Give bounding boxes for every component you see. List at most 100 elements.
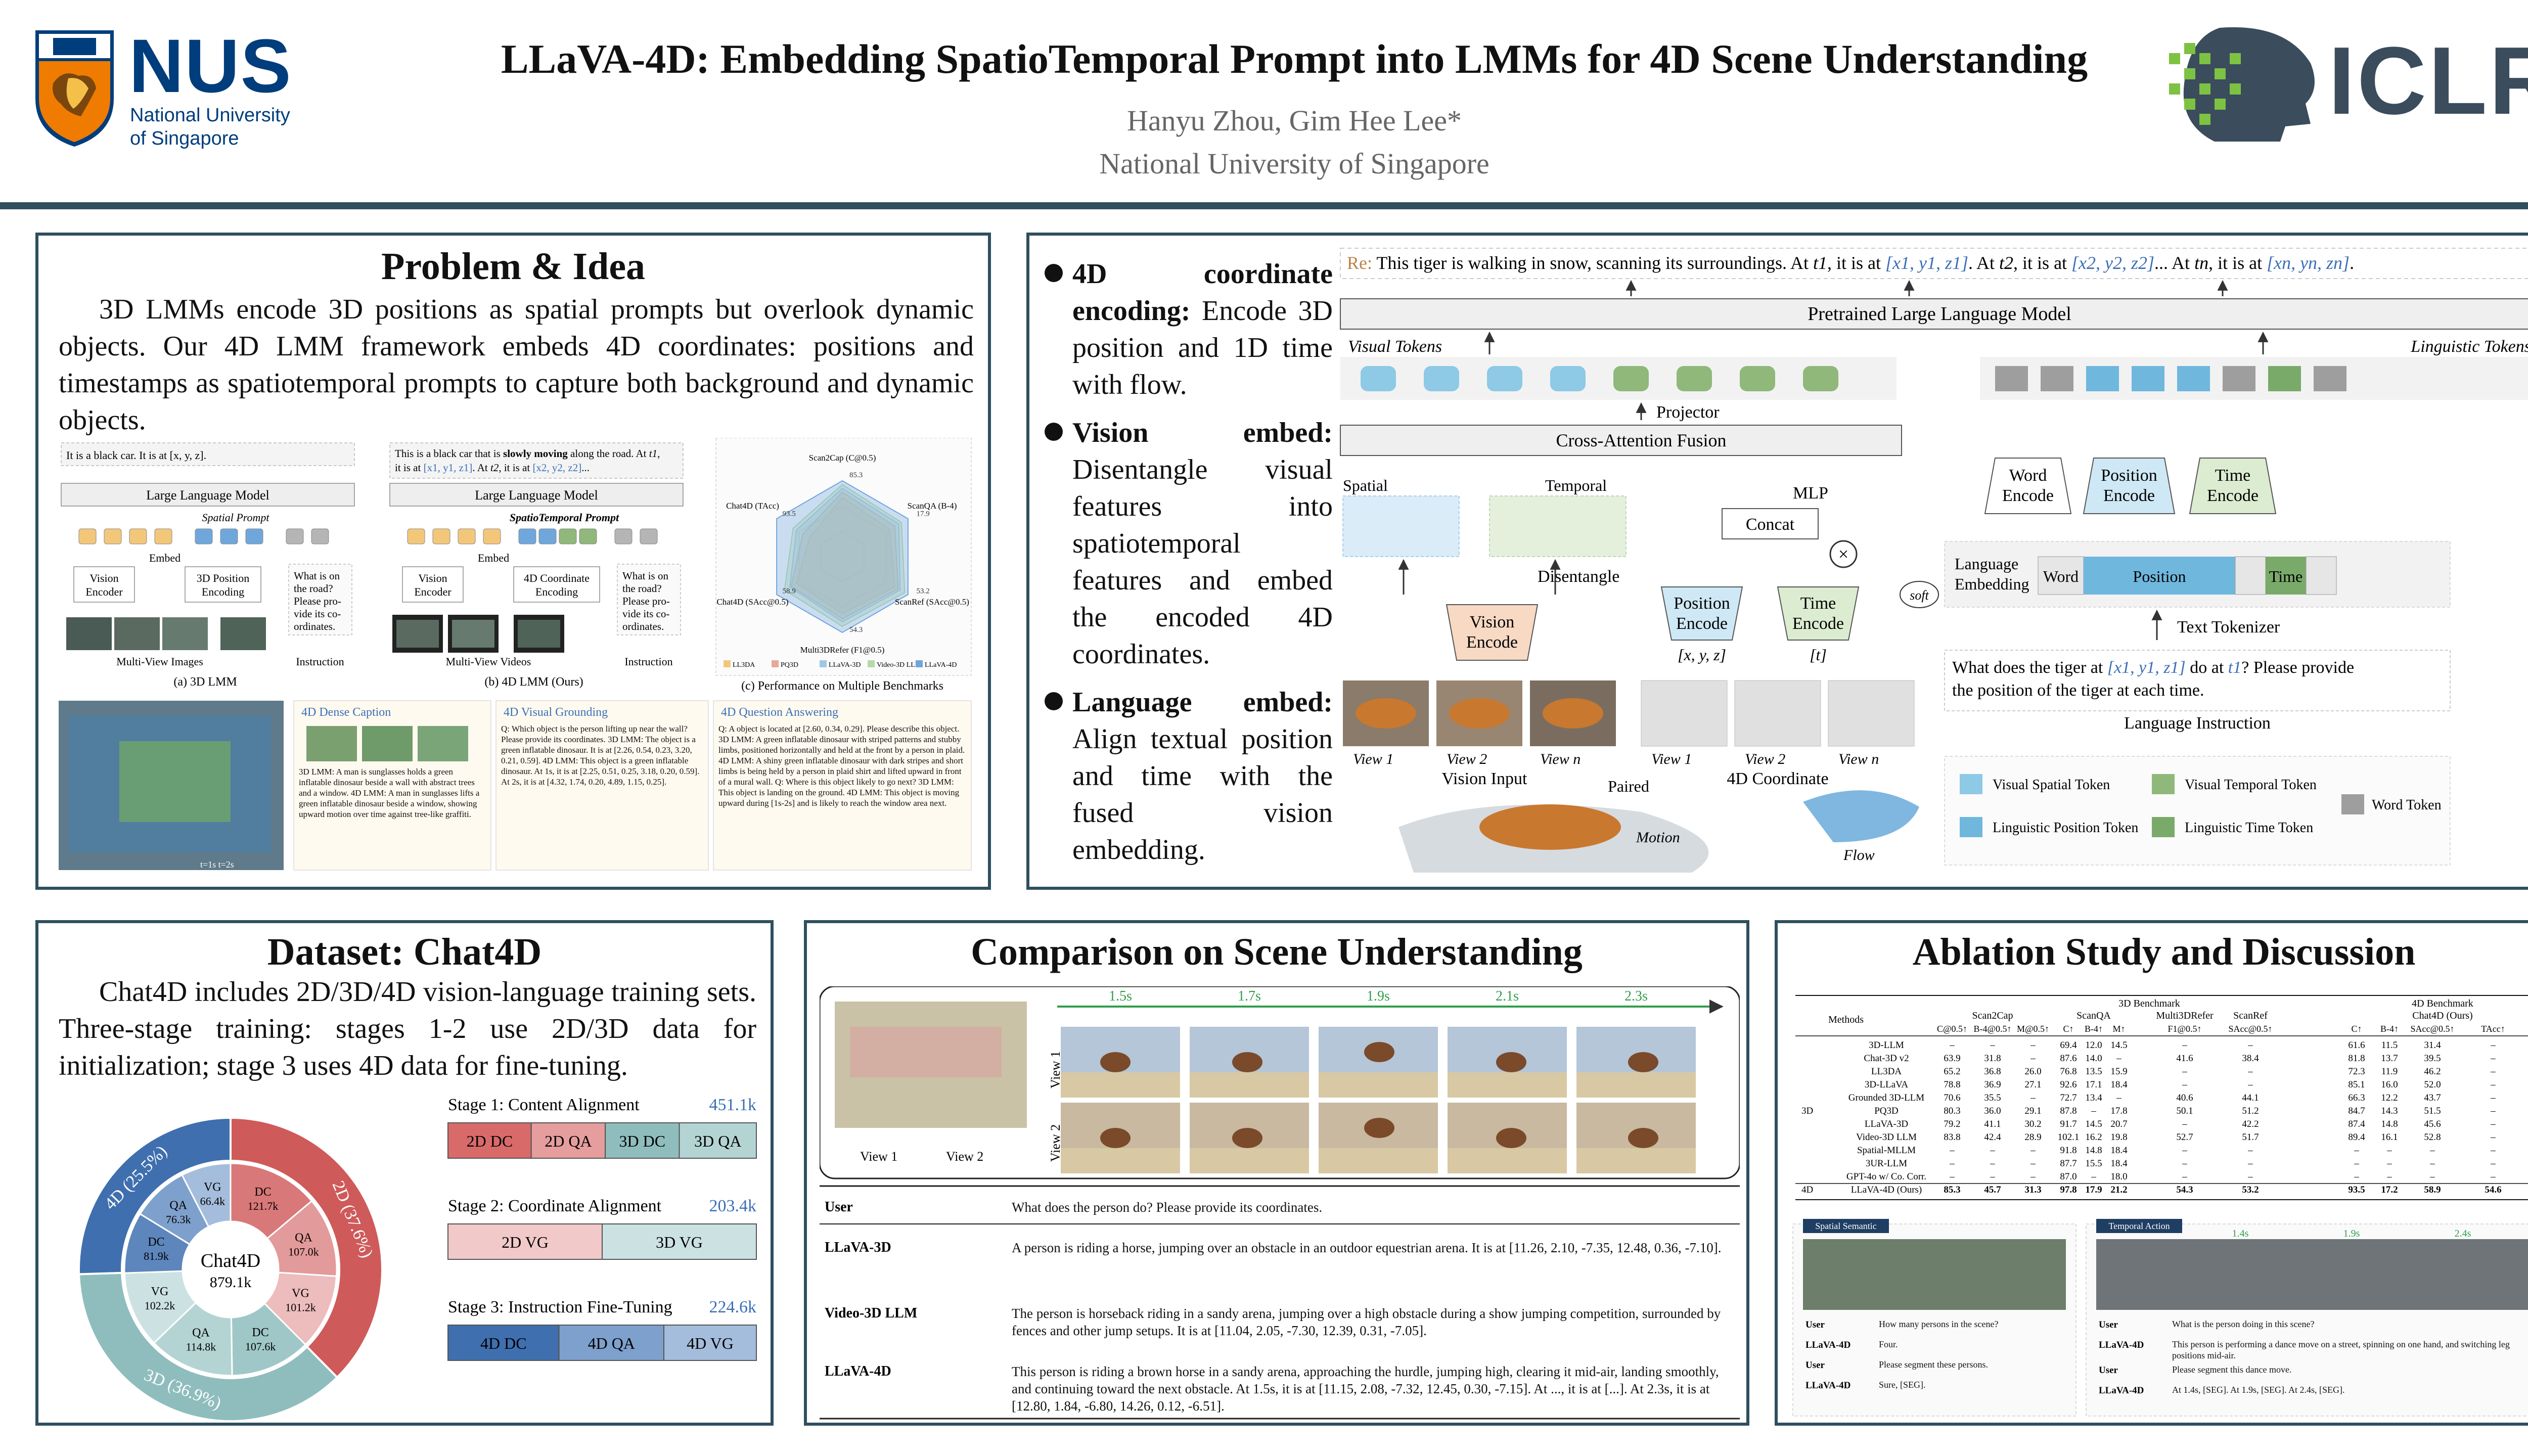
language-question: What does the tiger at [x1, y1, z1] do a… (1952, 658, 2354, 677)
table-cell: 87.8 (2060, 1106, 2076, 1116)
problem-figure: It is a black car. It is at [x, y, z]. L… (59, 438, 972, 871)
svg-text:Encode: Encode (2207, 486, 2259, 505)
svg-text:ordinates.: ordinates. (622, 620, 664, 632)
fig-a-3d-lmm: It is a black car. It is at [x, y, z]. L… (61, 442, 355, 689)
stage-bar-label: 4D DC (480, 1334, 527, 1352)
table-cell: 91.8 (2060, 1145, 2076, 1156)
stage-bar-segment (605, 1122, 680, 1159)
poster-title: LLaVA-4D: Embedding SpatioTemporal Promp… (501, 36, 2088, 82)
table-cell: – (2354, 1145, 2359, 1156)
table-cell: 78.8 (1944, 1079, 1960, 1090)
iclr-head-icon (2169, 27, 2315, 142)
donut-inner-value: 76.3k (166, 1213, 191, 1226)
table-row-method: Grounded 3D-LLM (1848, 1093, 1924, 1103)
radar-legend-swatch (820, 660, 827, 667)
legend-linguistic-position: Linguistic Position Token (1993, 820, 2138, 836)
table-cell: 18.4 (2110, 1158, 2128, 1169)
table-metric-header: B-4@0.5↑ (1973, 1024, 2011, 1034)
fig-b-coord-encoding: 4D Coordinate (524, 572, 590, 584)
table-cell: – (2091, 1106, 2096, 1116)
stage-title: Stage 2: Coordinate Alignment (448, 1197, 662, 1215)
fig-b-st-prompt: SpatioTemporal Prompt (510, 511, 619, 524)
fig-a-llm: Large Language Model (146, 488, 269, 503)
tiger-view-n: View n (1540, 751, 1581, 767)
table-cell: 50.1 (2176, 1106, 2193, 1116)
table-row-method: Chat-3D v2 (1864, 1053, 1909, 1064)
temporal-time-label: 1.9s (2343, 1228, 2360, 1239)
stage-bar-segment (663, 1325, 757, 1361)
legend-visual-temporal: Visual Temporal Token (2185, 777, 2317, 793)
table-row-method: 3UR-LLM (1866, 1158, 1907, 1169)
stage-bar-label: 4D QA (588, 1334, 635, 1352)
re-label: Re: (1347, 253, 1372, 273)
position-encode-label: Position (1674, 594, 1730, 613)
table-cell: 27.1 (2024, 1079, 2041, 1090)
fig-a-pos-encoding: 3D Position (197, 572, 250, 584)
fig-a-images (66, 617, 266, 650)
donut-center-value: 879.1k (210, 1274, 252, 1291)
table-cell: 84.7 (2348, 1106, 2365, 1116)
radar-ring (820, 531, 865, 582)
table-cell: 89.4 (2348, 1132, 2365, 1143)
comparison-row-text: A person is riding a horse, jumping over… (1012, 1240, 1722, 1255)
fig-a-vision-encoder: Vision (89, 572, 118, 584)
comparison-row-who: LLaVA-4D (825, 1363, 891, 1379)
table-group-4d: 4D Benchmark (2412, 998, 2473, 1009)
table-cell: 45.6 (2424, 1119, 2441, 1129)
method-panel: 4D coordinate encoding: Encode 3D positi… (1026, 233, 2528, 890)
method-bullets: 4D coordinate encoding: Encode 3D positi… (1045, 256, 1333, 880)
svg-text:Encode: Encode (2103, 486, 2155, 505)
comparison-view-2: View 2 (1048, 1124, 1063, 1162)
table-cell: 51.2 (2242, 1106, 2259, 1116)
temporal-card-tag-label: Temporal Action (2108, 1221, 2170, 1231)
table-cell: 102.1 (2058, 1132, 2080, 1143)
temporal-card-text: At 1.4s, [SEG]. At 1.9s, [SEG]. At 2.4s,… (2172, 1385, 2345, 1395)
table-cell: – (2116, 1093, 2121, 1103)
table-group-3d: 3D Benchmark (2118, 998, 2180, 1009)
radar-series-2 (789, 487, 901, 623)
temporal-card-who: User (2099, 1365, 2118, 1376)
table-cell: – (2490, 1053, 2496, 1064)
stage-bar-segment (558, 1325, 664, 1361)
table-cell: – (1990, 1158, 1995, 1169)
table-row-method: PQ3D (1874, 1106, 1899, 1116)
authors: Hanyu Zhou, Gim Hee Lee* (1127, 104, 1462, 137)
table-cell: 13.5 (2085, 1066, 2102, 1077)
fig-b-embed: Embed (478, 552, 509, 564)
word-encode-label: Word (2009, 466, 2047, 485)
temporal-card-who: User (2099, 1320, 2118, 1330)
table-cell: – (2429, 1145, 2435, 1156)
table-cell: 52.0 (2424, 1079, 2441, 1090)
table-cell: 54.3 (2176, 1185, 2193, 1195)
horse-mark (1100, 1052, 1131, 1072)
bullet-dot-icon (1045, 692, 1063, 710)
fig-a-input: It is a black car. It is at [x, y, z]. (66, 449, 206, 462)
table-cell: 76.8 (2060, 1066, 2076, 1077)
table-row-method: Spatial-MLLM (1857, 1145, 1916, 1156)
spatial-card-who: User (1805, 1360, 1825, 1371)
table-cell: 80.3 (1944, 1106, 1960, 1116)
fig-b-4d-lmm: This is a black car that is slowly movin… (389, 442, 684, 689)
soft-label: soft (1910, 588, 1929, 603)
nus-logo: NUS National University of Singapore (33, 28, 316, 152)
table-cell: 19.8 (2110, 1132, 2127, 1143)
table-cell: – (1949, 1040, 1955, 1051)
table-cell: – (2182, 1079, 2187, 1090)
horse-mark (1232, 1128, 1262, 1148)
table-cell: – (2182, 1158, 2187, 1169)
table-bench-header: Scan2Cap (1972, 1010, 2013, 1021)
comparison-row-who: Video-3D LLM (825, 1305, 917, 1321)
horse-mark (1628, 1052, 1658, 1072)
timeline-time-label: 1.9s (1367, 988, 1390, 1004)
temporal-card-tag (2096, 1219, 2182, 1233)
table-cell: 28.9 (2024, 1132, 2041, 1143)
horse-mark (1364, 1042, 1394, 1062)
donut-inner-value: 101.2k (285, 1301, 316, 1314)
table-cell: – (2490, 1093, 2496, 1103)
table-cell: – (1949, 1145, 1955, 1156)
stage-title: Stage 3: Instruction Fine-Tuning (448, 1298, 672, 1316)
comparison-view-1: View 1 (1048, 1051, 1063, 1088)
multiply-icon: × (1838, 544, 1848, 564)
